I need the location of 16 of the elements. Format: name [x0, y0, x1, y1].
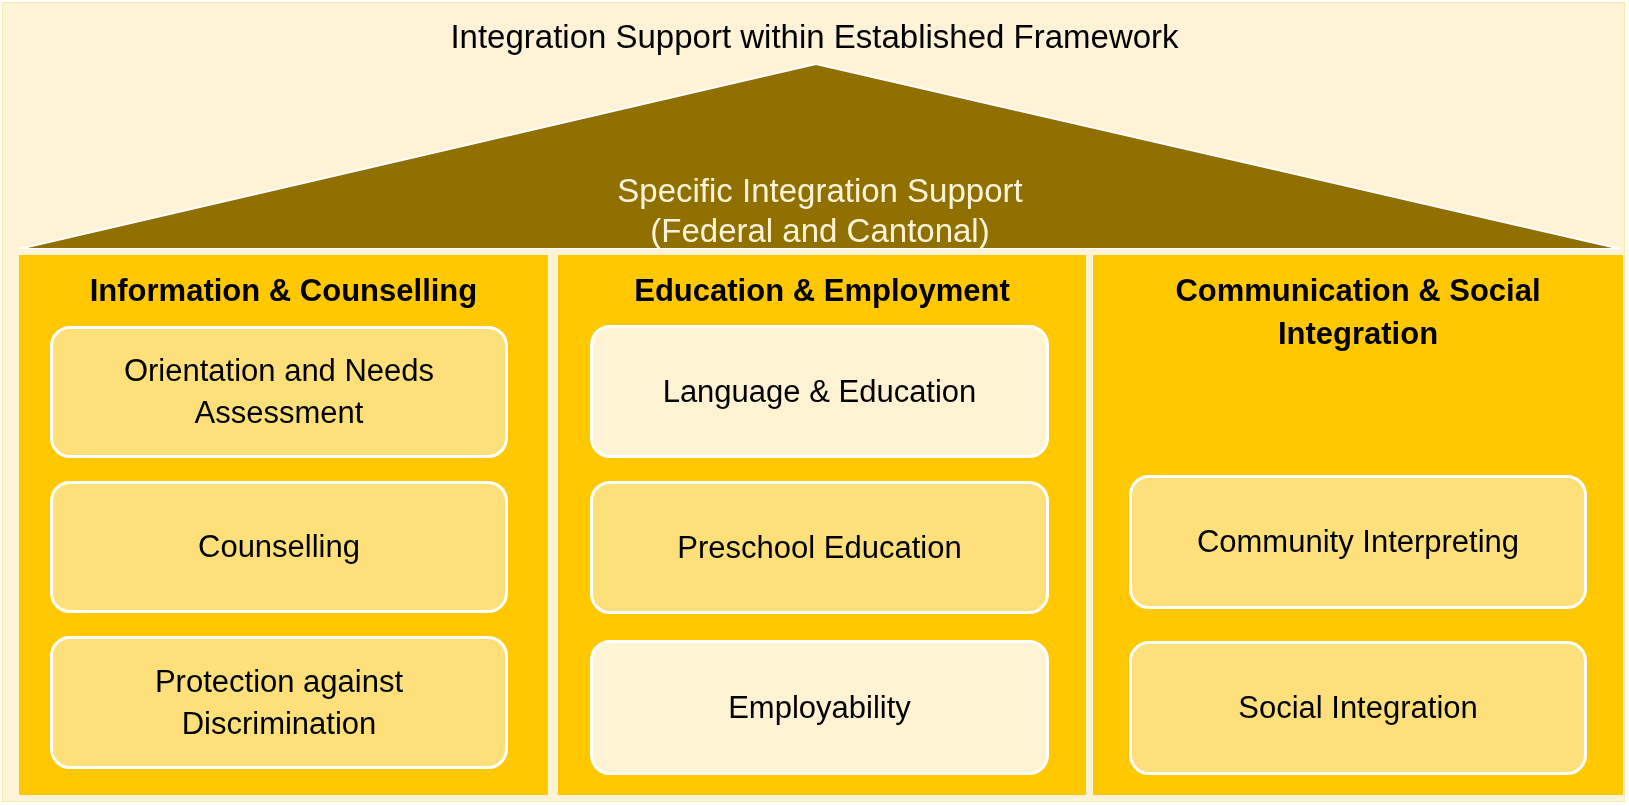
measure-box: Language & Education — [590, 325, 1049, 458]
measure-box: Social Integration — [1129, 641, 1587, 775]
pillar-heading: Education & Employment — [633, 272, 1011, 310]
pillar-panel — [19, 255, 548, 795]
measure-box: Orientation and Needs Assessment — [50, 326, 508, 458]
measure-box: Counselling — [50, 481, 508, 613]
pillar-heading: Information & Counselling — [88, 272, 479, 310]
diagram-title: Integration Support within Established Framework — [449, 18, 1180, 56]
measure-box: Community Interpreting — [1129, 475, 1587, 609]
pillar-panel — [1093, 255, 1623, 795]
measure-box: Employability — [590, 640, 1049, 775]
measure-box: Protection against Discrimination — [50, 636, 508, 769]
pillar-heading: Communication & Social Integration — [1174, 272, 1542, 353]
pillar-panel — [558, 255, 1086, 795]
roof-label: Specific Integration Support (Federal and Cantonal) — [616, 171, 1024, 251]
measure-box: Preschool Education — [590, 481, 1049, 614]
